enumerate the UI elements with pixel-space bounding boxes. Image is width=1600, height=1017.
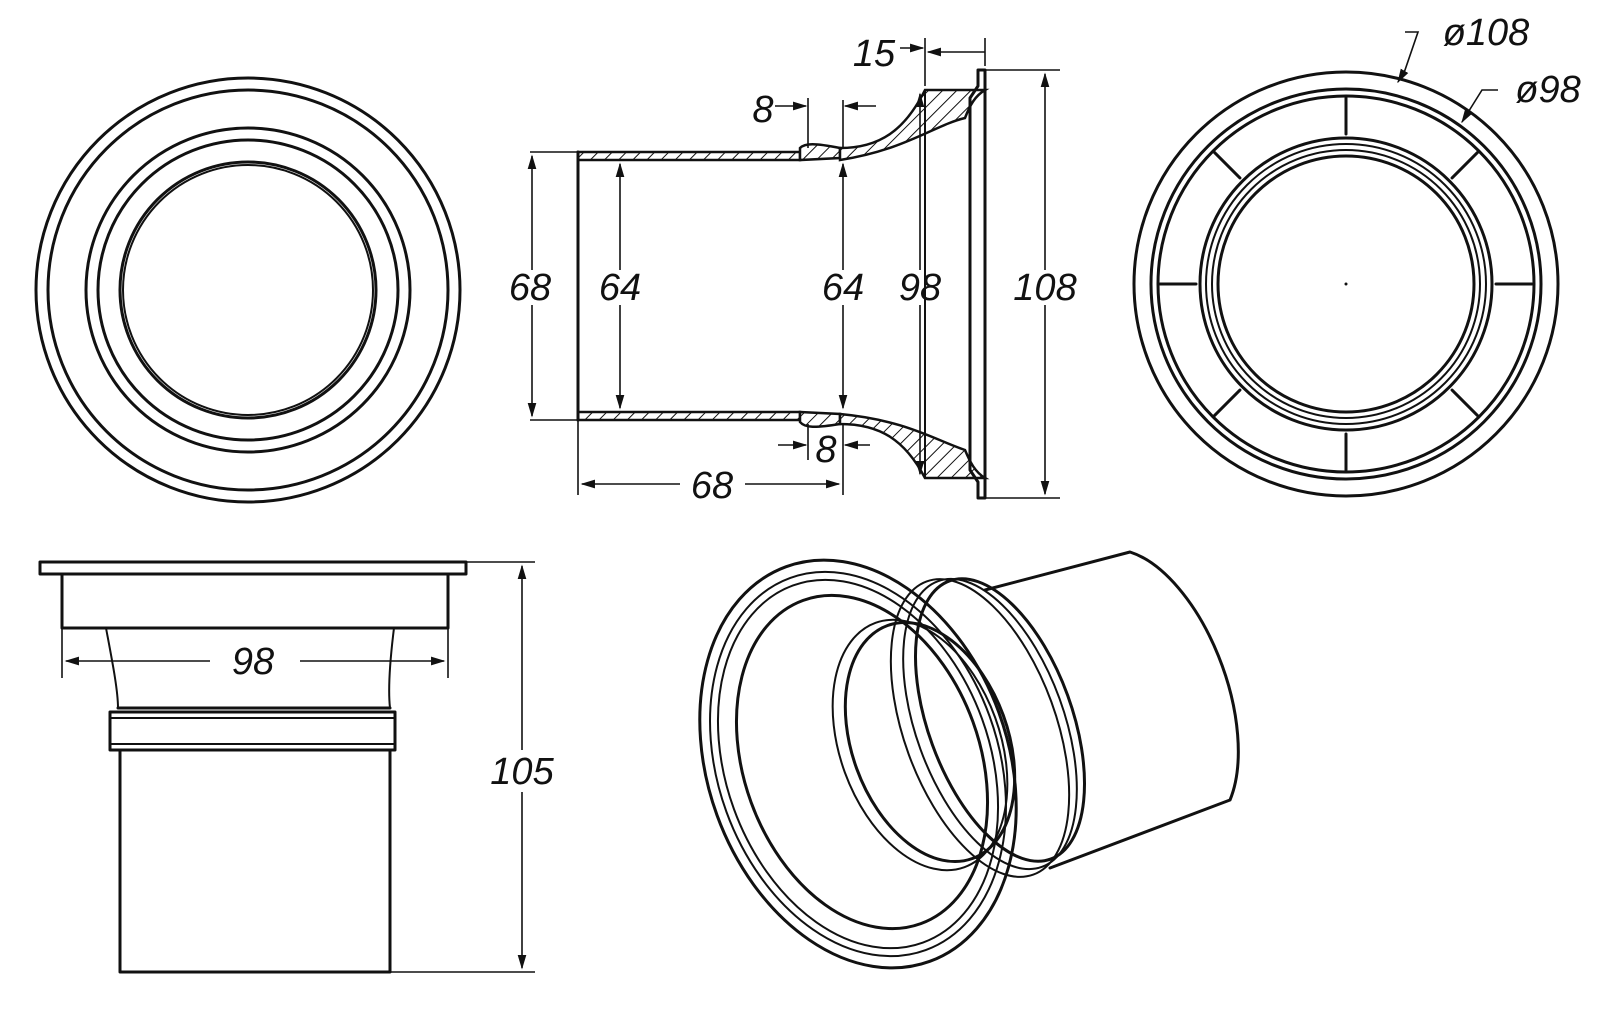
iso-flange-ring-3 [716,578,1000,950]
front-view [34,76,462,504]
dim-outlet-inner: 64 [822,267,864,309]
dim-shoulder-bottom: 8 [815,429,836,471]
rear-view: ø108 ø98 [1132,12,1581,498]
iso-collar-2 [902,577,1078,871]
dim-flange-thickness: 15 [853,33,896,75]
rear-rib [1450,150,1480,180]
side-tube [118,748,392,974]
iso-flange-ring-2 [709,570,1007,958]
isometric-view [698,550,1240,970]
shoulder-bottom [798,410,842,428]
iso-flare-mouth [734,593,990,931]
side-flange-body [60,572,450,630]
front-outer-ring [34,76,462,504]
tube-bottom-wall [576,410,802,422]
dim-inlet-inner: 64 [599,267,641,309]
flare-bottom [838,412,990,480]
front-inner-bore [118,160,378,420]
dim-tube-length: 68 [691,465,733,507]
rear-rib [1450,388,1480,418]
tube-top-wall [576,150,802,162]
front-inner-bore-edge [122,164,374,416]
rear-center-point [1344,282,1348,286]
shoulder-top [798,143,842,162]
side-flange [38,560,468,576]
front-ring-4 [96,138,400,442]
rear-ring-4 [1198,136,1494,432]
side-flare-left [105,627,119,709]
rear-ring-5 [1205,143,1487,425]
rear-inner-bore [1216,154,1476,414]
dim-flange-outer: 108 [1013,267,1076,309]
front-ring-2 [46,88,450,492]
dim-diameter-inner: ø98 [1515,69,1580,111]
flange [968,68,987,500]
side-view: 98 105 [38,560,555,974]
dim-inlet-outer: 68 [509,267,551,309]
rear-ring-3 [1156,94,1536,474]
iso-inner-bore-edge [831,618,1009,872]
dim-bottom-flare-width: 98 [232,641,274,683]
iso-tube [983,550,1240,870]
side-flare-right [388,627,395,709]
iso-collar-3 [889,578,1071,878]
rear-ribs [1158,96,1534,472]
rear-outer-ring [1132,70,1560,498]
rear-rib [1212,388,1242,418]
rear-rib [1212,150,1242,180]
dim-diameter-outer: ø108 [1443,12,1530,54]
dim-shoulder-top: 8 [752,89,773,131]
flare-top [838,88,990,162]
dim-flare-inner: 98 [899,267,941,309]
dim-bottom-height: 105 [490,751,554,793]
section-view: 68 64 64 98 108 8 8 15 [509,33,1077,507]
iso-flange-outer [698,558,1018,970]
iso-inner-bore [843,620,1017,864]
front-ring-3 [84,126,412,454]
rear-ring-6 [1211,149,1481,419]
rear-ring-2 [1149,87,1543,481]
